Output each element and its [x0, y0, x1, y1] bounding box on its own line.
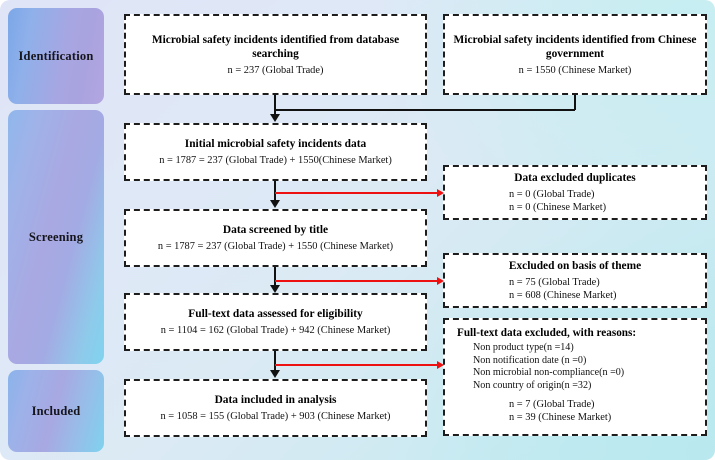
box-title: Microbial safety incidents identified fr…: [151, 33, 400, 60]
connector-line-vertical: [574, 95, 576, 110]
connector-line-vertical: [274, 181, 276, 201]
stage-label-included: Included: [31, 403, 81, 418]
box-title: Data included in analysis: [214, 394, 337, 406]
exclusion-connector-line: [275, 192, 440, 194]
connector-line-vertical: [274, 109, 276, 116]
box-included-in-analysis: Data included in analysis n = 1058 = 155…: [124, 379, 427, 437]
exclusion-arrow-right-icon: [437, 360, 444, 369]
box-count-total: n = 1104 = 162 (Global Trade) + 942 (Chi…: [160, 325, 391, 336]
box-initial-data: Initial microbial safety incidents data …: [124, 123, 427, 181]
stage-panel-screening: Screening: [8, 110, 104, 364]
stage-label-screening: Screening: [28, 229, 84, 244]
flow-arrow-down-icon: [270, 114, 280, 122]
box-count-total: n = 1787 = 237 (Global Trade) + 1550(Chi…: [159, 155, 392, 166]
box-chinese-government: Microbial safety incidents identified fr…: [443, 14, 707, 95]
exclusion-reason-non-compliance: Non microbial non-compliance(n =0): [473, 367, 625, 379]
box-title: Full-text data assessed for eligibility: [188, 308, 363, 320]
flow-arrow-down-icon: [270, 285, 280, 293]
exclusion-connector-line: [275, 364, 440, 366]
box-title: Initial microbial safety incidents data: [184, 138, 367, 150]
exclusion-reason-notification-date: Non notification date (n =0): [473, 354, 587, 366]
connector-line-horizontal: [275, 109, 575, 111]
box-count-global-trade: n = 237 (Global Trade): [227, 64, 324, 76]
box-excluded-theme: Excluded on basis of theme n = 75 (Globa…: [443, 253, 707, 308]
box-database-searching: Microbial safety incidents identified fr…: [124, 14, 427, 95]
box-count-chinese-market: n = 39 (Chinese Market): [509, 412, 612, 424]
connector-line-vertical: [274, 351, 276, 372]
box-excluded-duplicates: Data excluded duplicates n = 0 (Global T…: [443, 165, 707, 220]
box-count-chinese-market: n = 1550 (Chinese Market): [518, 64, 632, 76]
connector-line-vertical: [274, 95, 276, 110]
box-title: Full-text data excluded, with reasons:: [457, 327, 637, 339]
box-title: Microbial safety incidents identified fr…: [453, 33, 697, 60]
stage-label-identification: Identification: [18, 48, 94, 63]
box-count-total: n = 1787 = 237 (Global Trade) + 1550 (Ch…: [157, 241, 394, 252]
box-title: Data screened by title: [222, 224, 329, 236]
flow-arrow-down-icon: [270, 200, 280, 208]
box-count-chinese-market: n = 0 (Chinese Market): [509, 202, 607, 213]
box-title: Data excluded duplicates: [514, 172, 636, 184]
box-fulltext-excluded-reasons: Full-text data excluded, with reasons: N…: [443, 318, 707, 436]
exclusion-arrow-right-icon: [437, 188, 444, 197]
exclusion-connector-line: [275, 280, 440, 282]
connector-line-vertical: [274, 267, 276, 286]
flow-arrow-down-icon: [270, 370, 280, 378]
box-count-global-trade: n = 0 (Global Trade): [509, 189, 595, 200]
box-count-total: n = 1058 = 155 (Global Trade) + 903 (Chi…: [160, 411, 391, 422]
stage-panel-included: Included: [8, 370, 104, 452]
exclusion-arrow-right-icon: [437, 276, 444, 285]
exclusion-reason-country-of-origin: Non country of origin(n =32): [473, 379, 592, 391]
box-title: Excluded on basis of theme: [508, 260, 642, 272]
exclusion-reason-product-type: Non product type(n =14): [473, 342, 574, 353]
box-count-chinese-market: n = 608 (Chinese Market): [509, 290, 617, 301]
box-count-global-trade: n = 75 (Global Trade): [509, 277, 600, 288]
box-screened-by-title: Data screened by title n = 1787 = 237 (G…: [124, 209, 427, 267]
stage-panel-identification: Identification: [8, 8, 104, 104]
box-fulltext-eligibility: Full-text data assessed for eligibility …: [124, 293, 427, 351]
box-count-global-trade: n = 7 (Global Trade): [509, 399, 595, 411]
